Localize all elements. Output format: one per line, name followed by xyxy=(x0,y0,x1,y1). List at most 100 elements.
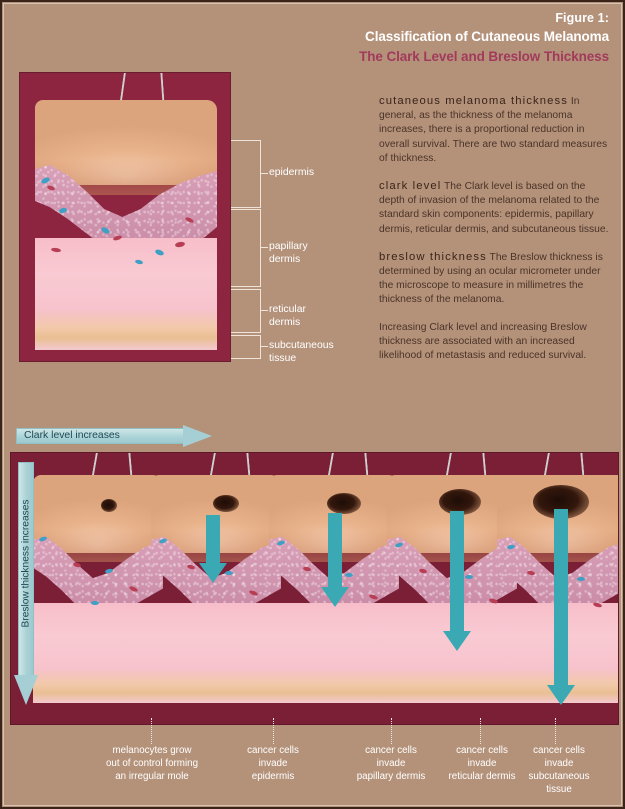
invasion-arrow xyxy=(547,509,575,705)
label-line: dermis xyxy=(269,316,301,328)
arrow-shaft xyxy=(554,509,568,685)
caption-leader-line xyxy=(480,718,481,744)
caption-line: cancer cells xyxy=(365,745,417,756)
bracket-tick xyxy=(260,247,268,248)
skin-block-detail xyxy=(27,73,224,355)
caption-line: cancer cells xyxy=(456,745,508,756)
caption-line: out of control forming xyxy=(105,758,199,769)
subcutaneous-layer xyxy=(33,668,163,703)
invasion-arrow xyxy=(199,515,227,583)
label-line: reticular xyxy=(269,304,306,315)
subcutaneous-layer xyxy=(269,668,399,703)
figure-title-main: Classification of Cutaneous Melanoma xyxy=(365,29,609,44)
paragraph-body: The Clark level is based on the depth of… xyxy=(379,181,609,235)
invasion-arrow xyxy=(443,511,471,651)
caption-line: melanocytes grow xyxy=(112,745,192,756)
figure-header: Figure 1: Classification of Cutaneous Me… xyxy=(309,10,609,67)
caption-line: subcutaneous xyxy=(528,771,590,782)
arrow-shaft xyxy=(450,511,464,631)
stage-caption-2: cancer cells invade epidermis xyxy=(226,744,320,783)
label-subcutaneous-tissue: subcutaneous tissue xyxy=(269,340,334,365)
paragraph-body: The Breslow thickness is determined by u… xyxy=(379,251,603,306)
subcutaneous-layer xyxy=(151,668,281,703)
breslow-thickness-axis-label: Breslow thickness increases xyxy=(20,499,32,628)
paragraph-body: Increasing Clark level and increasing Br… xyxy=(379,321,587,362)
bracket-reticular-dermis xyxy=(231,289,261,333)
bracket-tick xyxy=(260,310,268,311)
arrow-shaft xyxy=(16,428,184,444)
skin-block xyxy=(35,100,217,350)
progression-stage-1 xyxy=(33,453,163,717)
arrow-head-down-icon xyxy=(199,563,227,583)
stage-caption-5: cancer cells invade subcutaneous tissue xyxy=(507,744,611,796)
arrow-head-right-icon xyxy=(183,425,212,447)
bracket-tick xyxy=(260,173,268,174)
caption-line: an irregular mole xyxy=(115,771,189,782)
caption-line: cancer cells xyxy=(533,745,585,756)
paragraph-lead: cutaneous melanoma thickness xyxy=(379,95,569,107)
caption-line: cancer cells xyxy=(247,745,299,756)
paragraph-thickness: cutaneous melanoma thickness In general,… xyxy=(379,94,611,166)
progression-stage-5 xyxy=(497,453,618,717)
caption-line: invade xyxy=(376,758,406,769)
breslow-thickness-axis-arrow: Breslow thickness increases xyxy=(14,462,38,714)
bracket-papillary-dermis xyxy=(231,209,261,287)
arrow-shaft xyxy=(328,513,342,587)
stage-caption-4: cancer cells invade reticular dermis xyxy=(426,744,538,783)
arrow-head-down-icon xyxy=(547,685,575,705)
paragraph-summary: Increasing Clark level and increasing Br… xyxy=(379,321,611,364)
subcutaneous-layer xyxy=(387,668,517,703)
stage-caption-1: melanocytes grow out of control forming … xyxy=(90,744,214,783)
progression-stage-4 xyxy=(387,453,517,717)
arrow-head-down-icon xyxy=(14,675,38,705)
label-epidermis: epidermis xyxy=(269,167,315,178)
figure-number: Figure 1: xyxy=(555,11,609,25)
skin-block xyxy=(33,475,163,703)
label-line: subcutaneous xyxy=(269,340,334,351)
caption-line: epidermis xyxy=(251,771,295,782)
clark-level-axis-arrow: Clark level increases xyxy=(16,425,212,447)
progression-stage-2 xyxy=(151,453,281,717)
invasion-arrow xyxy=(321,513,349,607)
paragraph-breslow-thickness: breslow thickness The Breslow thickness … xyxy=(379,250,611,308)
progression-panel xyxy=(10,452,619,725)
paragraph-body: In general, as the thickness of the mela… xyxy=(379,96,608,164)
caption-leader-line xyxy=(555,718,556,744)
caption-line: tissue xyxy=(546,784,572,795)
arrow-head-down-icon xyxy=(321,587,349,607)
caption-line: papillary dermis xyxy=(356,771,426,782)
layer-label-brackets: epidermis papillary dermis reticular der… xyxy=(231,87,371,372)
caption-line: invade xyxy=(467,758,497,769)
paragraph-lead: breslow thickness xyxy=(379,250,487,263)
melanoma-lesion xyxy=(327,493,361,514)
caption-leader-line xyxy=(273,718,274,744)
bracket-subcutaneous-tissue xyxy=(231,335,261,359)
arrow-shaft xyxy=(206,515,220,563)
label-papillary-dermis: papillary dermis xyxy=(269,241,308,266)
caption-line: reticular dermis xyxy=(448,771,516,782)
blood-vessel-icon xyxy=(465,575,473,579)
label-reticular-dermis: reticular dermis xyxy=(269,304,306,329)
label-line: tissue xyxy=(269,352,297,364)
blood-vessel-icon xyxy=(345,573,353,577)
label-line: papillary xyxy=(269,241,308,252)
melanoma-lesion xyxy=(101,499,117,512)
caption-leader-line xyxy=(391,718,392,744)
label-line: dermis xyxy=(269,253,301,265)
clark-level-axis-label: Clark level increases xyxy=(24,430,120,441)
caption-line: invade xyxy=(258,758,288,769)
melanoma-lesion xyxy=(213,495,239,512)
skin-anatomy-panel xyxy=(19,72,231,362)
blood-vessel-icon xyxy=(577,577,585,581)
melanoma-lesion xyxy=(439,489,481,515)
description-copy: cutaneous melanoma thickness In general,… xyxy=(379,94,611,376)
caption-leader-line xyxy=(151,718,152,744)
subcutaneous-layer xyxy=(35,310,217,350)
bracket-epidermis xyxy=(231,140,261,208)
stage-caption-3: cancer cells invade papillary dermis xyxy=(333,744,449,783)
arrow-shaft xyxy=(18,462,34,676)
blood-vessel-icon xyxy=(91,601,99,605)
paragraph-lead: clark level xyxy=(379,180,442,193)
arrow-head-down-icon xyxy=(443,631,471,651)
